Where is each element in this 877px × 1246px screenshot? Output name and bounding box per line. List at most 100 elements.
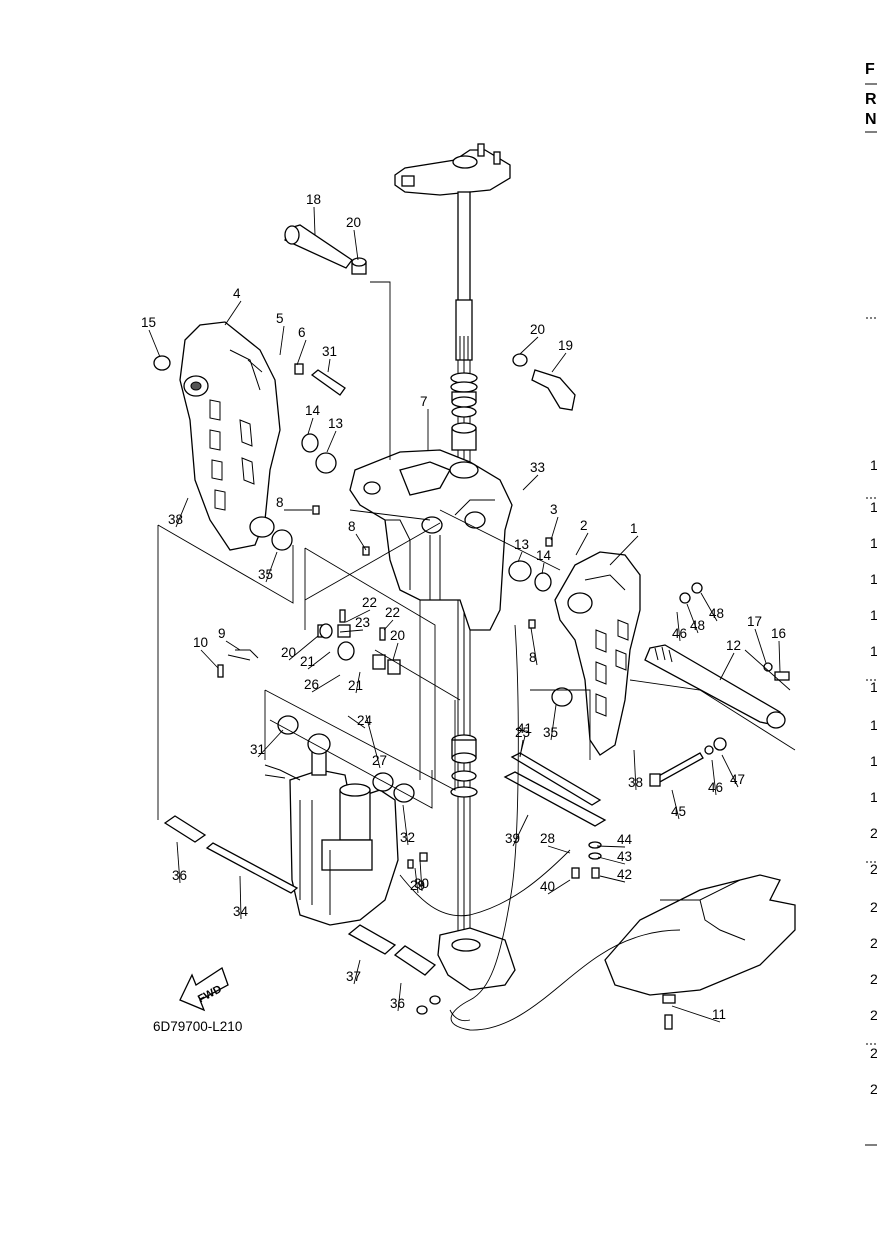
- leader-line: [345, 609, 371, 623]
- leader-line: [279, 325, 285, 356]
- steering-shaft: [455, 191, 473, 935]
- leader-line: [326, 430, 337, 453]
- pin-19: [512, 353, 576, 411]
- callout-number: 15: [141, 315, 156, 330]
- leader-line: [517, 551, 523, 563]
- leader-line: [353, 959, 361, 985]
- callout-number: 14: [536, 548, 552, 563]
- callout-number: 20: [390, 628, 405, 643]
- edge-index-number: 1: [870, 679, 877, 695]
- leader-line: [754, 628, 767, 664]
- leader-line: [148, 329, 161, 358]
- callout-number: 1: [630, 521, 638, 536]
- callout-number: 13: [328, 416, 343, 431]
- fasteners: [217, 505, 676, 1030]
- callout-number: 29: [410, 878, 425, 893]
- callout-number: 18: [306, 192, 321, 207]
- leader-line: [265, 551, 278, 583]
- steering-arm: [394, 143, 511, 196]
- callout-number: 10: [193, 635, 208, 650]
- edge-index-number: 1: [870, 607, 877, 623]
- callout-number: 5: [276, 311, 284, 326]
- leader-line: [365, 714, 381, 769]
- callout-number: 4: [233, 286, 241, 301]
- edge-index-number: 1: [870, 535, 877, 551]
- leader-line: [550, 516, 559, 541]
- leader-line: [671, 1005, 721, 1023]
- leader-line: [547, 845, 571, 854]
- callout-number: 47: [730, 772, 745, 787]
- callout-number: 12: [726, 638, 741, 653]
- pin-30: [310, 369, 346, 396]
- plates: [503, 752, 607, 827]
- leader-line: [224, 300, 242, 326]
- collars: [153, 355, 790, 755]
- lower-mount: [437, 927, 516, 991]
- callout-number: 46: [708, 780, 723, 795]
- shaft-bushings: [450, 372, 478, 798]
- callout-number: 45: [671, 804, 686, 819]
- leader-line: [671, 789, 680, 820]
- bushing-20a: [351, 257, 367, 275]
- leader-line: [347, 715, 366, 729]
- callout-number: 27: [372, 753, 387, 768]
- through-tube: [644, 644, 786, 729]
- leader-line: [419, 859, 423, 892]
- diagram-code: 6D79700-L210: [153, 1019, 242, 1034]
- callout-number: 36: [390, 996, 405, 1011]
- callout-number: 23: [355, 615, 370, 630]
- leader-line: [307, 651, 331, 670]
- callout-number: 42: [617, 867, 632, 882]
- edge-header-1: F: [865, 61, 875, 78]
- callout-number: 7: [420, 394, 428, 409]
- leader-line: [530, 627, 538, 666]
- edge-index-number: 1: [870, 499, 877, 515]
- callout-numbers: 1234567888910111213131414151617181920202…: [141, 192, 786, 1022]
- callout-number: 35: [543, 725, 558, 740]
- bolt-45: [649, 752, 704, 787]
- leader-line: [522, 474, 539, 491]
- edge-index-number: 2: [870, 899, 877, 915]
- leader-line: [575, 532, 589, 556]
- callout-number: 6: [298, 325, 306, 340]
- edge-header-3: N: [865, 111, 877, 128]
- leader-line: [397, 982, 402, 1012]
- leader-line: [778, 640, 781, 673]
- leader-line: [355, 671, 361, 694]
- trim-tilt-unit: [264, 733, 399, 926]
- leader-line: [596, 845, 626, 848]
- leader-line: [296, 339, 307, 366]
- leader-line: [383, 619, 394, 631]
- callout-number: 38: [168, 512, 183, 527]
- callout-number: 33: [530, 460, 545, 475]
- callout-number: 24: [357, 713, 373, 728]
- callout-number: 20: [346, 215, 361, 230]
- callout-number: 20: [281, 645, 296, 660]
- leader-line: [676, 611, 681, 642]
- edge-index-number: 2: [870, 935, 877, 951]
- callout-number: 21: [348, 678, 363, 693]
- leader-lines: [148, 206, 781, 1023]
- callout-number: 40: [540, 879, 555, 894]
- leader-line: [225, 640, 241, 651]
- leader-line: [609, 535, 639, 566]
- edge-index-number: 2: [870, 861, 877, 877]
- callout-number: 3: [550, 502, 558, 517]
- leader-line: [599, 875, 626, 883]
- reference-lines: [157, 281, 796, 820]
- callout-number: 32: [400, 830, 415, 845]
- callout-number: 31: [322, 344, 337, 359]
- leader-line: [519, 735, 526, 757]
- tilt-pin: [284, 224, 353, 269]
- callout-number: 8: [276, 495, 284, 510]
- leader-line: [402, 804, 409, 846]
- leader-line: [288, 635, 319, 661]
- leader-line: [550, 704, 557, 741]
- callout-number: 21: [300, 654, 315, 669]
- edge-index-number: 1: [870, 457, 877, 473]
- clamp-bracket-right: [554, 551, 641, 756]
- swivel-bracket: [349, 449, 513, 631]
- callout-number: 48: [709, 606, 724, 621]
- leader-line: [239, 875, 242, 920]
